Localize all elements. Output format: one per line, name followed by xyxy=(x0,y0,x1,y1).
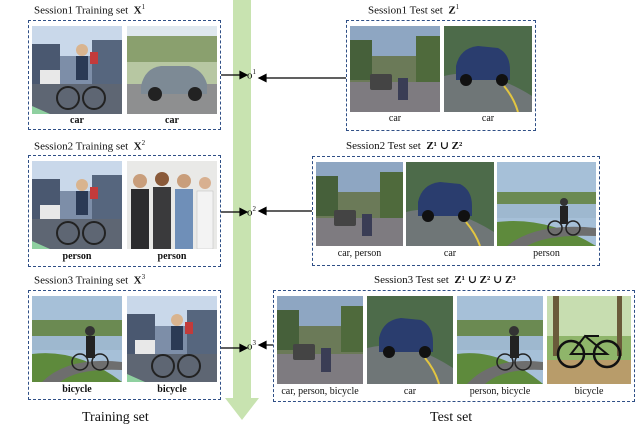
blue-car-curve-image-3 xyxy=(367,296,453,384)
park-cyclist-image-2 xyxy=(32,296,122,382)
session1-train-title: Session1 Training set X1 xyxy=(34,3,146,17)
session2-test-caption-3: person xyxy=(533,248,560,259)
street-traffic-image xyxy=(350,26,440,112)
cyclist-street-image-3 xyxy=(127,296,217,382)
node-o2: o2 xyxy=(247,205,256,219)
test-set-footer: Test set xyxy=(430,410,473,425)
session3-test-caption-1: car, person, bicycle xyxy=(281,386,359,397)
session3-test-title: Session3 Test set Z¹ ∪ Z² ∪ Z³ xyxy=(374,274,516,286)
node-o3: o3 xyxy=(247,339,256,353)
session2-train-caption-1: person xyxy=(62,251,92,262)
session3-train-caption-2: bicycle xyxy=(157,384,187,395)
cyclist-street-image-2 xyxy=(32,161,122,249)
street-traffic-image-3 xyxy=(277,296,363,384)
street-traffic-image-2 xyxy=(316,162,403,246)
park-cyclist-image xyxy=(497,162,596,246)
park-cyclist-image-3 xyxy=(457,296,543,384)
blue-car-curve-image-2 xyxy=(406,162,494,246)
session1-test-caption-2: car xyxy=(481,113,495,124)
session3-test-caption-2: car xyxy=(403,386,417,397)
session1-train-caption-2: car xyxy=(165,115,179,126)
session1-test-box xyxy=(346,20,536,131)
session1-test-caption-1: car xyxy=(388,113,402,124)
cyclist-street-image xyxy=(32,26,122,114)
session1-train-box xyxy=(28,20,221,130)
session2-train-box xyxy=(28,155,221,267)
session1-test-title: Session1 Test set Z1 xyxy=(368,3,460,17)
node-o1: o1 xyxy=(247,68,256,82)
session2-test-caption-2: car xyxy=(443,248,457,259)
session3-test-caption-4: bicycle xyxy=(574,386,604,397)
session2-test-title: Session2 Test set Z¹ ∪ Z² xyxy=(346,140,463,152)
session3-test-caption-3: person, bicycle xyxy=(469,386,531,397)
session3-train-box xyxy=(28,290,221,400)
session3-train-caption-1: bicycle xyxy=(62,384,92,395)
suv-road-image xyxy=(127,26,217,114)
training-set-footer: Training set xyxy=(82,410,149,425)
session2-test-caption-1: car, person xyxy=(337,248,382,259)
session3-train-title: Session3 Training set X3 xyxy=(34,273,146,287)
bicycle-forest-image xyxy=(547,296,631,384)
session2-test-box xyxy=(312,156,600,266)
blue-car-curve-image xyxy=(444,26,532,112)
session2-train-caption-2: person xyxy=(157,251,187,262)
group-people-image xyxy=(127,161,217,249)
session2-train-title: Session2 Training set X2 xyxy=(34,139,146,153)
session3-test-box xyxy=(273,290,635,402)
session1-train-caption-1: car xyxy=(70,115,84,126)
